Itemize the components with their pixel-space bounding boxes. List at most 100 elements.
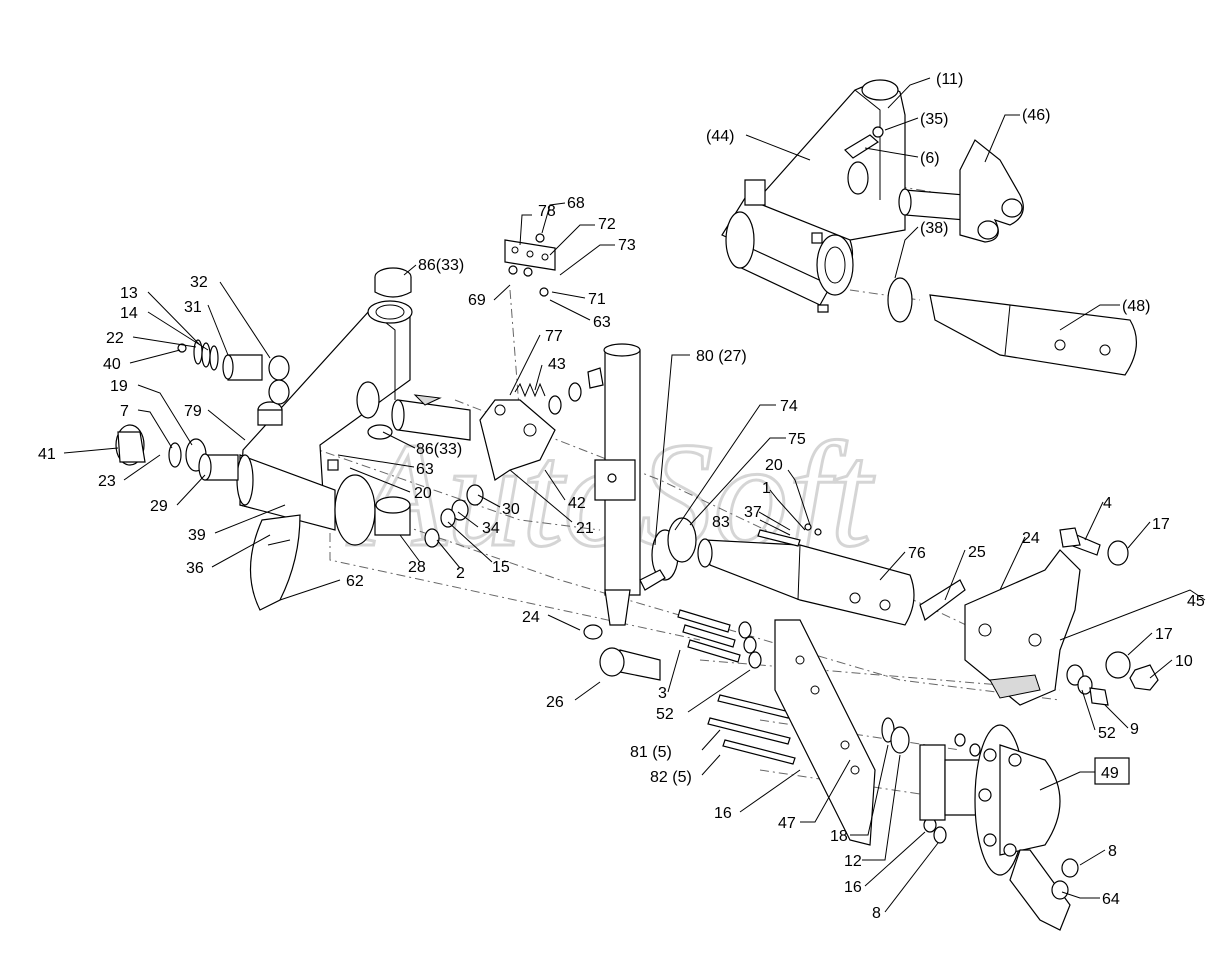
arm-64 — [1009, 849, 1079, 931]
label-22: 22 — [106, 330, 124, 347]
leader-lines — [63, 77, 1206, 913]
label-16-left: 16 — [714, 805, 732, 822]
label-49: 49 — [1101, 765, 1119, 782]
label-78: 78 — [538, 203, 556, 220]
pin-46 — [898, 139, 1024, 243]
label-74: 74 — [780, 398, 798, 415]
label-47: 47 — [778, 815, 796, 832]
label-69: 69 — [468, 292, 486, 309]
label-40: 40 — [103, 356, 121, 373]
pin-83-37-1 — [757, 523, 822, 547]
part-labels: (11) (35) (6) (44) (46) (38) (48) 78 68 … — [38, 71, 1205, 922]
label-48: (48) — [1122, 298, 1150, 315]
label-62: 62 — [346, 573, 364, 590]
label-35: (35) — [920, 111, 948, 128]
label-17-bottom: 17 — [1155, 626, 1173, 643]
label-46: (46) — [1022, 107, 1050, 124]
label-29: 29 — [150, 498, 168, 515]
label-3: 3 — [658, 685, 667, 702]
spring-43-and-plugs — [514, 367, 604, 415]
label-13: 13 — [120, 285, 138, 302]
clip-plate-78 — [504, 233, 556, 297]
plate-47 — [774, 619, 876, 846]
shaft-48 — [887, 277, 1137, 376]
label-86-33-mid: 86(33) — [416, 441, 462, 458]
label-38: (38) — [920, 220, 948, 237]
label-8-right: 8 — [1108, 843, 1117, 860]
label-24-left: 24 — [522, 609, 540, 626]
label-25: 25 — [968, 544, 986, 561]
label-23: 23 — [98, 473, 116, 490]
label-6: (6) — [920, 150, 940, 167]
label-75: 75 — [788, 431, 806, 448]
label-28: 28 — [408, 559, 426, 576]
label-4: 4 — [1103, 495, 1112, 512]
hub-49 — [919, 724, 1061, 876]
main-arm-79 — [236, 300, 413, 546]
label-15: 15 — [492, 559, 510, 576]
label-86-33-top: 86(33) — [418, 257, 464, 274]
bolt-4 — [1059, 527, 1129, 566]
label-34: 34 — [482, 520, 500, 537]
kingpost-tube — [594, 343, 641, 626]
label-24-right: 24 — [1022, 530, 1040, 547]
label-9: 9 — [1130, 721, 1139, 738]
label-18: 18 — [830, 828, 848, 845]
label-31: 31 — [184, 299, 202, 316]
knuckle-77 — [479, 399, 556, 481]
label-26: 26 — [546, 694, 564, 711]
label-20-right: 20 — [765, 457, 783, 474]
label-14: 14 — [120, 305, 138, 322]
label-10: 10 — [1175, 653, 1193, 670]
label-box-49 — [1094, 757, 1130, 785]
small-bolt-35 — [844, 126, 884, 159]
seal-stack-13-14-22 — [177, 339, 290, 405]
label-80-27: 80 (27) — [696, 348, 747, 365]
label-20-left: 20 — [414, 485, 432, 502]
label-43: 43 — [548, 356, 566, 373]
label-17-top: 17 — [1152, 516, 1170, 533]
label-7: 7 — [120, 403, 129, 420]
label-52-right: 52 — [1098, 725, 1116, 742]
label-52-left: 52 — [656, 706, 674, 723]
joint-26-24 — [583, 624, 661, 681]
label-30: 30 — [502, 501, 520, 518]
cotter-25 — [919, 579, 966, 621]
label-11: (11) — [936, 71, 963, 88]
label-72: 72 — [598, 216, 616, 233]
label-21: 21 — [576, 520, 594, 537]
label-19: 19 — [110, 378, 128, 395]
label-73: 73 — [618, 237, 636, 254]
bolts-81-82 — [707, 694, 796, 765]
label-1: 1 — [762, 480, 771, 497]
label-79: 79 — [184, 403, 202, 420]
label-71: 71 — [588, 291, 606, 308]
label-36: 36 — [186, 560, 204, 577]
label-42: 42 — [568, 495, 586, 512]
label-63-top: 63 — [593, 314, 611, 331]
label-44: (44) — [706, 128, 734, 145]
washers-18-12-16 — [881, 717, 981, 844]
bracket-45 — [964, 549, 1081, 706]
label-37: 37 — [744, 504, 762, 521]
label-12: 12 — [844, 853, 862, 870]
sleeve-28 — [374, 496, 411, 536]
label-64: 64 — [1102, 891, 1120, 908]
spindle-76 — [697, 538, 915, 626]
pin-86-33-center — [391, 394, 471, 441]
bushing-86-33-top — [374, 267, 412, 298]
label-41: 41 — [38, 446, 56, 463]
cap-41-and-bushings — [115, 424, 239, 481]
label-45: 45 — [1187, 593, 1205, 610]
o-rings-80-74-75 — [639, 517, 697, 591]
rear-arm-assembly-44 — [721, 79, 906, 313]
label-68: 68 — [567, 195, 585, 212]
label-16-right: 16 — [844, 879, 862, 896]
nut-washer-17-10-9-52 — [1066, 651, 1159, 706]
label-32: 32 — [190, 274, 208, 291]
label-82-5: 82 (5) — [650, 769, 692, 786]
bolts-3 — [677, 609, 762, 669]
label-76: 76 — [908, 545, 926, 562]
label-2: 2 — [456, 565, 465, 582]
